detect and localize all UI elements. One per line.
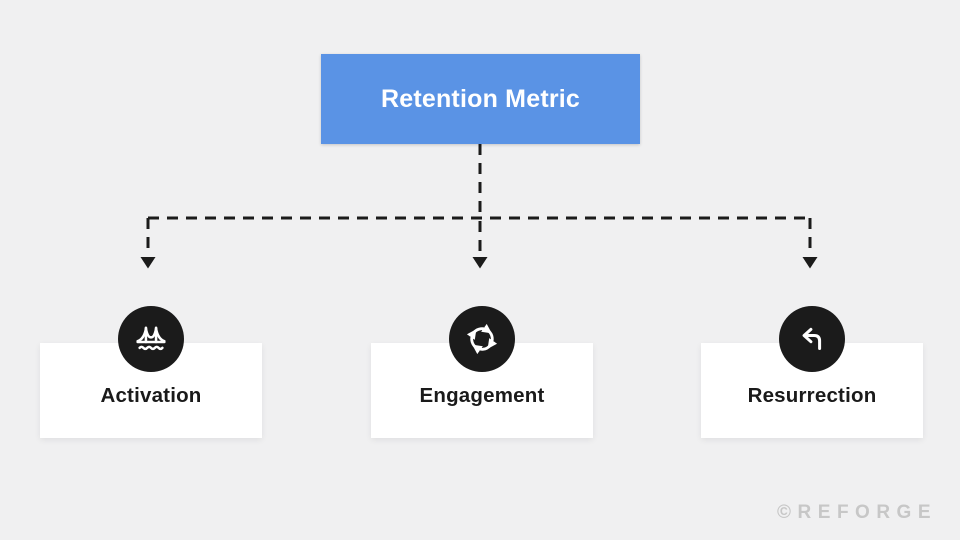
- root-node: Retention Metric: [321, 54, 640, 144]
- engagement-icon-circle: [449, 306, 515, 372]
- watermark: ©REFORGE: [777, 502, 937, 523]
- connector-dashed-paths: [146, 144, 812, 256]
- cycle-arrows-icon: [466, 323, 498, 355]
- activation-icon-circle: [118, 306, 184, 372]
- node-label: Engagement: [419, 384, 545, 407]
- bridge-icon: [136, 326, 166, 351]
- node-card-activation: Activation: [40, 343, 262, 438]
- resurrection-icon-circle: [779, 306, 845, 372]
- connector-arrowheads: [140, 257, 818, 269]
- return-arrow-icon: [802, 327, 822, 351]
- root-node-label: Retention Metric: [380, 84, 581, 113]
- node-label: Resurrection: [747, 384, 877, 407]
- node-label: Activation: [100, 384, 202, 407]
